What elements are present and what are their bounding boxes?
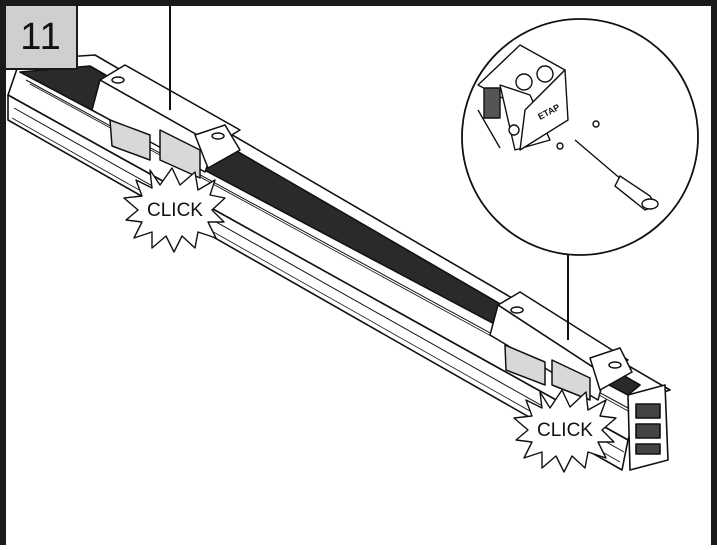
screwdriver-detail bbox=[556, 120, 659, 211]
click-callout-2: CLICK bbox=[513, 389, 617, 473]
step-number: 11 bbox=[20, 15, 62, 58]
mounting-clip-1 bbox=[91, 64, 241, 179]
click-label-1: CLICK bbox=[147, 200, 203, 221]
detail-magnifier: ETAP bbox=[461, 18, 699, 256]
click-callout-1: CLICK bbox=[123, 167, 226, 253]
terminal-block-detail bbox=[477, 44, 569, 151]
mounting-clip-2 bbox=[489, 291, 633, 401]
step-number-box: 11 bbox=[6, 6, 78, 70]
click-label-2: CLICK bbox=[537, 420, 593, 441]
